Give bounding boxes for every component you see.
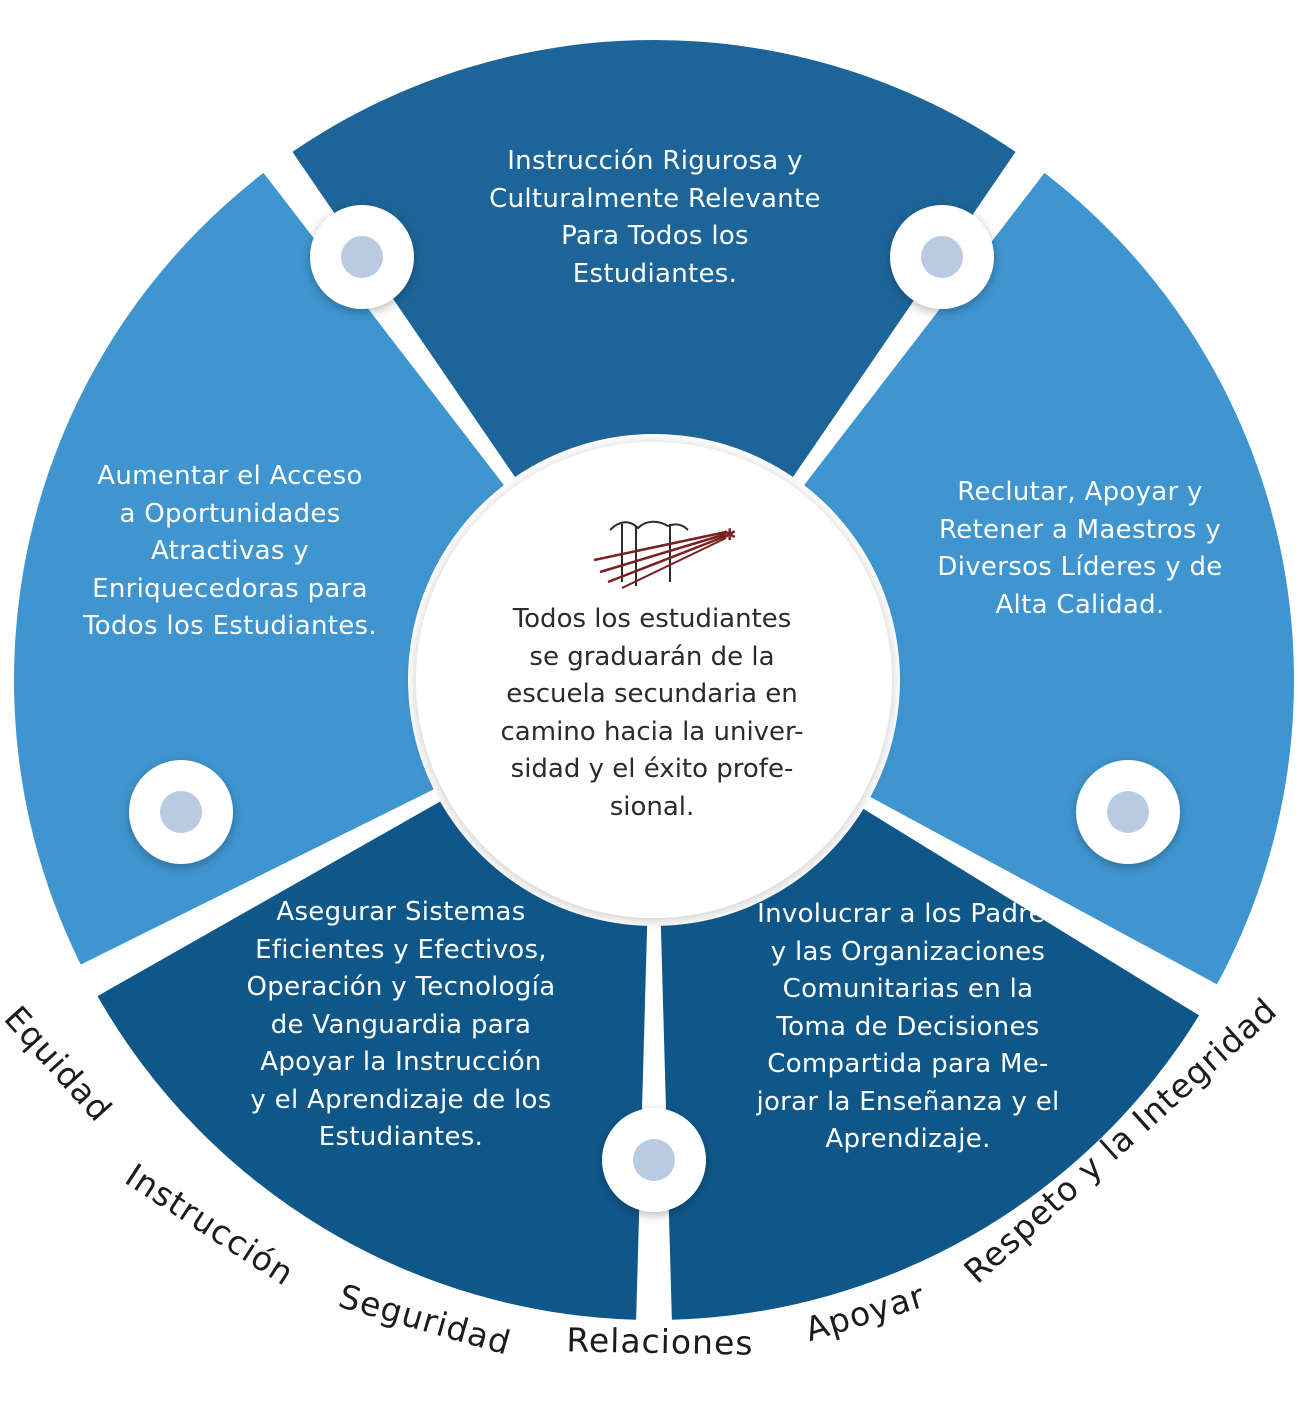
center-goal-text: Todos los estudiantes se graduarán de la… (500, 604, 804, 822)
node-bottom (602, 1108, 706, 1212)
node-top-right (890, 205, 994, 309)
bridge-star-logo: ✱ (593, 520, 736, 589)
segment-bottom-right-text: Involucrar a los Padres y las Organizaci… (756, 899, 1060, 1154)
value-relaciones: Relaciones (566, 1320, 754, 1363)
segment-bottom-left (97, 801, 648, 1320)
center-disc (416, 442, 892, 918)
node-top-left (310, 205, 414, 309)
segment-top (292, 40, 1016, 478)
segment-bottom-left-text: Asegurar Sistemas Eficientes y Efectivos… (246, 897, 556, 1152)
node-right (1076, 760, 1180, 864)
node-left (129, 760, 233, 864)
segment-left (13, 172, 504, 965)
svg-text:✱: ✱ (723, 525, 736, 544)
segment-bottom-right (660, 808, 1200, 1320)
segment-top-text: Instrucción Rigurosa y Culturalmente Rel… (489, 146, 821, 289)
segment-right (804, 172, 1295, 985)
segment-right-text: Reclutar, Apoyar y Retener a Maestros y … (937, 477, 1223, 620)
segment-left-text: Aumentar el Acceso a Oportunidades Atrac… (83, 461, 377, 641)
